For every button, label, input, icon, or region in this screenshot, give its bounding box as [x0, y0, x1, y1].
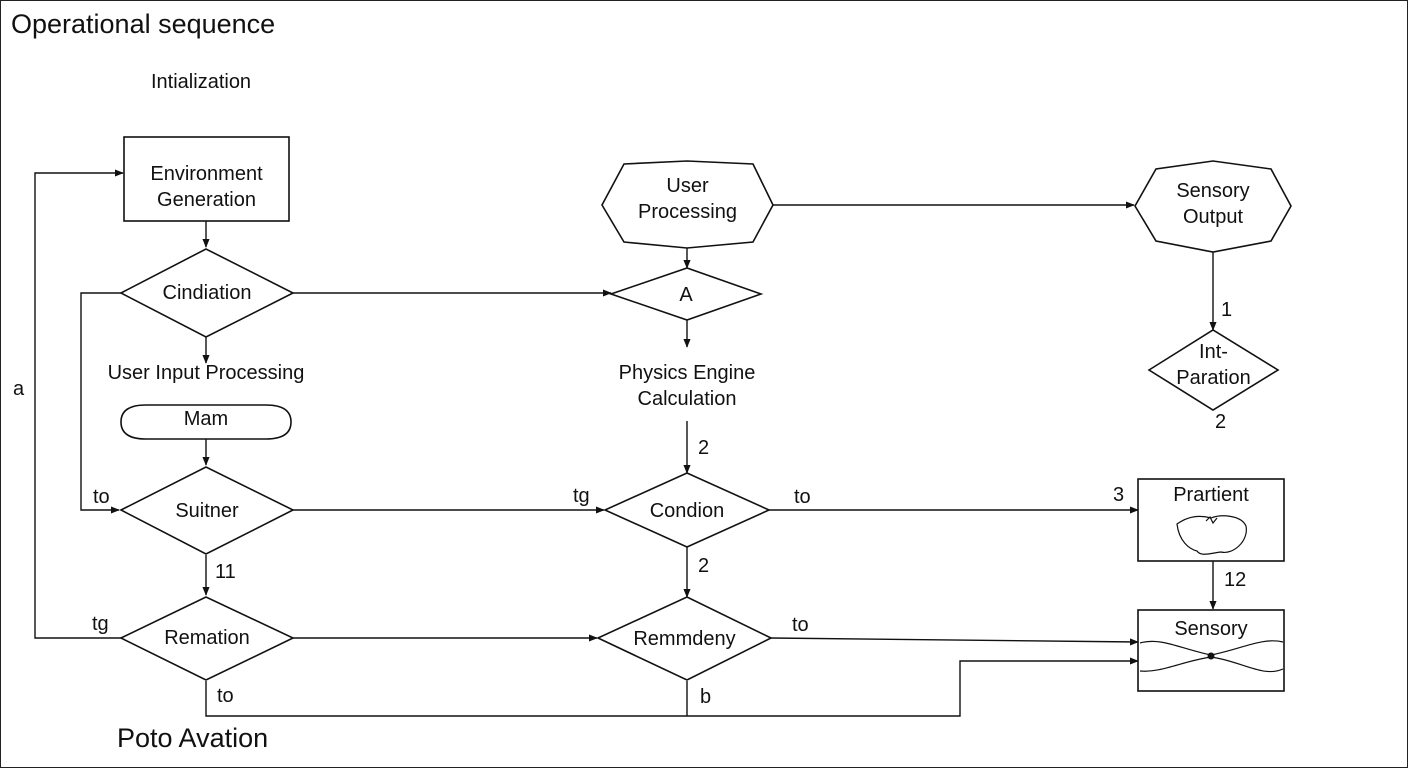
edge-label-int-out: 2: [1215, 411, 1227, 433]
cindiation-diamond: [119, 248, 295, 338]
edge-label-condion-to-remmdeny: 2: [698, 555, 710, 577]
sensory-box: [1137, 609, 1285, 692]
int-paration-diamond: [1147, 329, 1280, 411]
suitner-diamond: [119, 466, 295, 555]
edge-label-remmdeny-out: b: [700, 686, 712, 708]
node-remation: Remation: [164, 627, 250, 649]
node-mam: Mam: [183, 408, 229, 430]
node-suitner: Suitner: [175, 500, 239, 522]
edge-label-suitner-in: to: [93, 486, 110, 508]
edge-label-physics-to-condion: 2: [698, 437, 710, 459]
node-remmdeny: Remmdeny: [633, 628, 736, 650]
edge-cindiation-loop-to-suitner: [80, 292, 121, 514]
node-physics-engine: Physics Engine Calculation: [618, 362, 756, 410]
edge-label-suitner-to-condion: tg: [573, 485, 590, 507]
remmdeny-diamond: [596, 596, 773, 681]
node-user-processing: User Processing: [638, 175, 737, 223]
edge-label-remation-in: tg: [92, 613, 109, 635]
diagram-footer: Poto Avation: [117, 723, 269, 753]
prartient-squiggle: [1205, 515, 1218, 525]
edge-label-condion-to-prartient: to: [794, 486, 811, 508]
edge-label-suitner-to-remation: 11: [215, 561, 236, 583]
node-sensory-output: Sensory Output: [1176, 180, 1250, 228]
connectors: [34, 169, 1217, 717]
a-diamond: [608, 267, 764, 321]
node-a: A: [679, 284, 693, 306]
edge-label-prartient-to-sensory: 12: [1224, 569, 1247, 591]
environment-generation-box: [123, 136, 290, 222]
diagram-subtitle: Intialization: [151, 71, 252, 93]
node-environment-generation: Environment Generation: [150, 163, 263, 211]
edge-remmdeny-to-sensory: [770, 637, 1139, 646]
node-user-input-processing: User Input Processing: [107, 362, 305, 384]
edge-label-remmdeny-to-sensory: to: [792, 614, 809, 636]
edge-label-remation-out: to: [217, 685, 234, 707]
node-sensory: Sensory: [1174, 618, 1248, 640]
edge-left-loop: [34, 169, 124, 639]
edge-label-left-loop: a: [13, 378, 25, 400]
nodes: [119, 136, 1292, 692]
prartient-box: [1137, 478, 1285, 562]
edge-bottom-return: [205, 657, 1139, 717]
edge-label-prartient-in: 3: [1113, 484, 1125, 506]
sensory-output-hexagon: [1134, 160, 1292, 253]
node-prartient: Prartient: [1173, 484, 1249, 506]
user-processing-hexagon: [601, 160, 774, 249]
decorations: [1139, 515, 1284, 673]
node-condion: Condion: [649, 500, 725, 522]
sensory-dot: [1207, 652, 1215, 660]
diagram-title: Operational sequence: [11, 9, 276, 39]
mam-shape: [120, 404, 292, 440]
condion-diamond: [603, 472, 771, 548]
node-int-paration: Int- Paration: [1176, 341, 1251, 389]
remation-diamond: [119, 596, 295, 681]
edge-label-sensory-output-to-int: 1: [1221, 299, 1233, 321]
node-cindiation: Cindiation: [162, 282, 252, 304]
